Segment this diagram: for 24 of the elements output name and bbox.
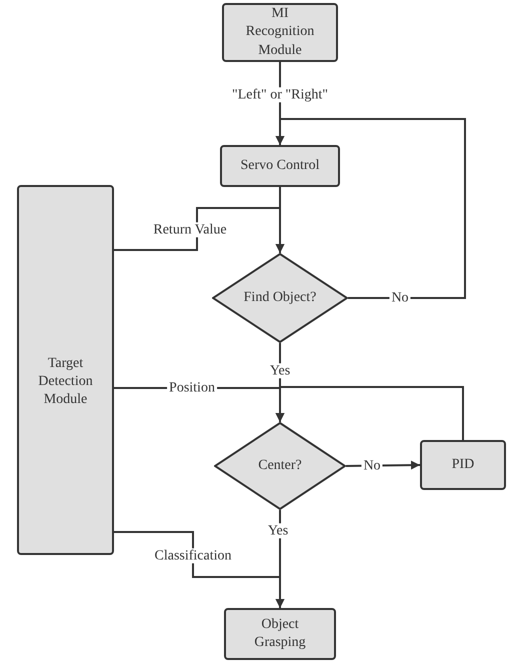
node-label: Center?: [258, 456, 302, 475]
edge-label: Return Value: [151, 222, 229, 238]
node-label: Servo Control: [240, 156, 320, 175]
node-label: MI Recognition Module: [244, 5, 316, 60]
decision-diamond: [214, 422, 346, 510]
process-box: [17, 185, 114, 555]
edge-label: "Left" or "Right": [230, 87, 330, 103]
arrow: [114, 207, 284, 253]
node-label: PID: [452, 456, 474, 474]
node-label: Find Object?: [244, 288, 316, 307]
node-label: Object Grasping: [253, 616, 307, 652]
decision-diamond: [212, 253, 348, 343]
node-label: Target Detection Module: [37, 355, 94, 410]
edge-label: Yes: [268, 363, 292, 379]
arrow: [114, 531, 284, 608]
process-box: [420, 440, 506, 490]
edge-label: Yes: [266, 523, 290, 539]
arrow: [346, 460, 420, 470]
arrow: [276, 386, 464, 440]
arrow: [276, 118, 466, 299]
edge-label: Classification: [152, 548, 234, 564]
process-box: [222, 3, 338, 62]
process-box: [220, 145, 340, 187]
process-box: [224, 608, 336, 660]
